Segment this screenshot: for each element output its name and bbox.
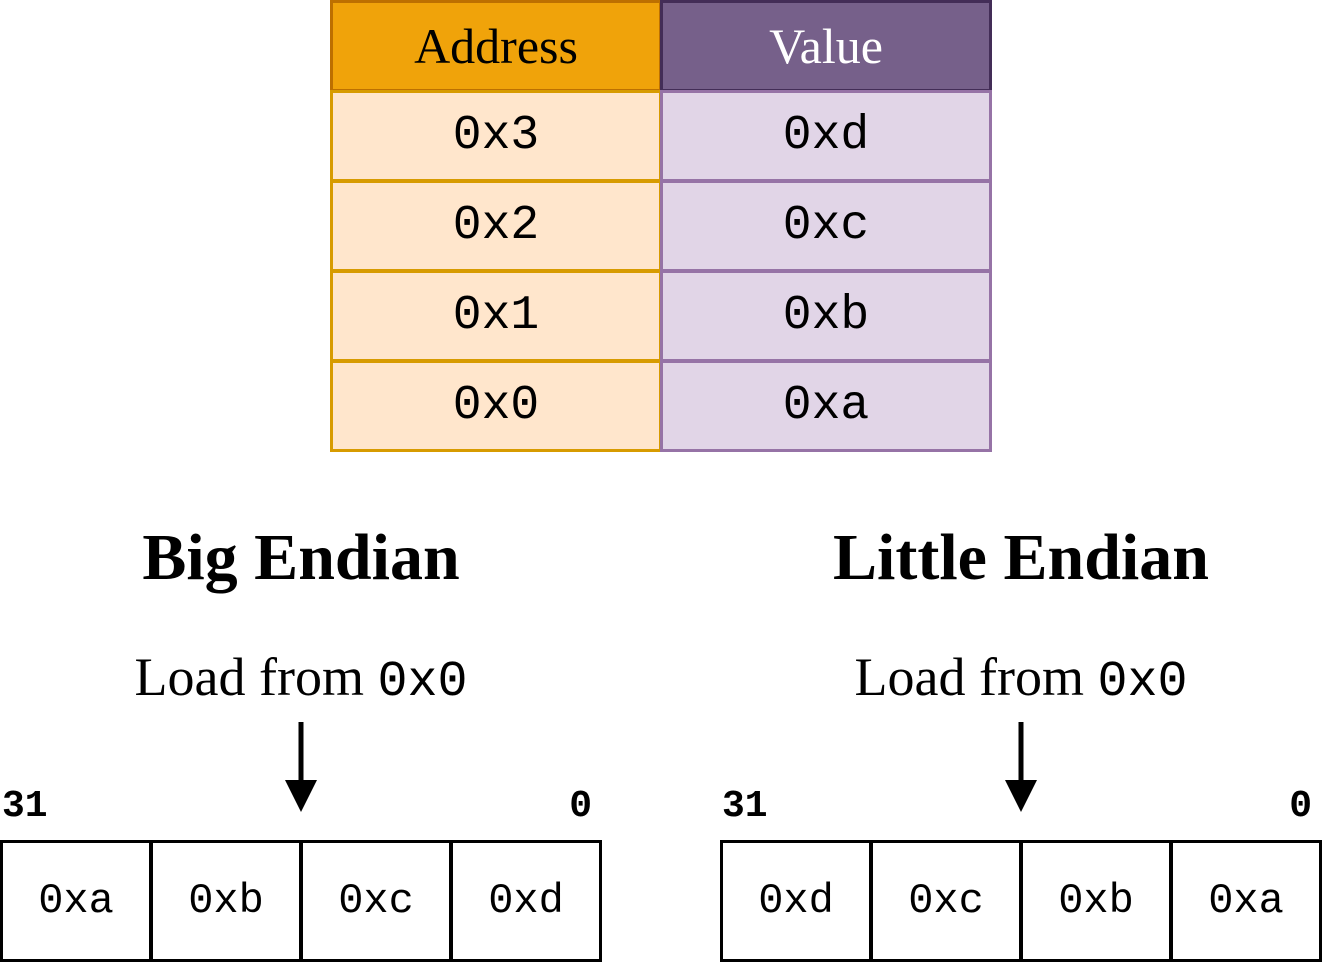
register-byte: 0xc <box>300 840 452 962</box>
load-label: Load from <box>134 647 364 707</box>
value-cell: 0xb <box>660 270 992 362</box>
address-cell: 0x2 <box>330 180 662 272</box>
memory-table: Address Value 0x3 0xd 0x2 0xc 0x1 0xb 0x… <box>330 0 992 452</box>
value-cell: 0xd <box>660 90 992 182</box>
load-address: 0x0 <box>1097 654 1188 711</box>
little-endian-register: 0xd 0xc 0xb 0xa <box>720 840 1322 962</box>
load-label: Load from <box>854 647 1084 707</box>
big-endian-section: Big Endian Load from 0x0 31 0 0xa 0xb 0x… <box>0 500 602 963</box>
address-column-header: Address <box>330 0 662 92</box>
value-cell: 0xc <box>660 180 992 272</box>
little-endian-title: Little Endian <box>833 521 1209 594</box>
little-endian-load-caption: Load from 0x0 <box>720 645 1322 715</box>
register-byte: 0xc <box>870 840 1022 962</box>
value-cell: 0xa <box>660 360 992 452</box>
register-byte: 0xd <box>720 840 872 962</box>
register-byte: 0xb <box>1020 840 1172 962</box>
address-cell: 0x1 <box>330 270 662 362</box>
value-column-header: Value <box>660 0 992 92</box>
msb-bit-label: 31 <box>2 785 48 828</box>
load-address: 0x0 <box>377 654 468 711</box>
lsb-bit-label: 0 <box>569 785 592 828</box>
msb-bit-label: 31 <box>722 785 768 828</box>
down-arrow-icon <box>285 722 317 812</box>
register-byte: 0xa <box>0 840 152 962</box>
register-byte: 0xd <box>450 840 602 962</box>
address-cell: 0x3 <box>330 90 662 182</box>
lsb-bit-label: 0 <box>1289 785 1312 828</box>
big-endian-register: 0xa 0xb 0xc 0xd <box>0 840 602 962</box>
register-byte: 0xb <box>150 840 302 962</box>
down-arrow-icon <box>1005 722 1037 812</box>
big-endian-load-caption: Load from 0x0 <box>0 645 602 715</box>
address-cell: 0x0 <box>330 360 662 452</box>
big-endian-title: Big Endian <box>142 521 460 594</box>
little-endian-section: Little Endian Load from 0x0 31 0 0xd 0xc… <box>720 500 1322 963</box>
register-byte: 0xa <box>1170 840 1322 962</box>
